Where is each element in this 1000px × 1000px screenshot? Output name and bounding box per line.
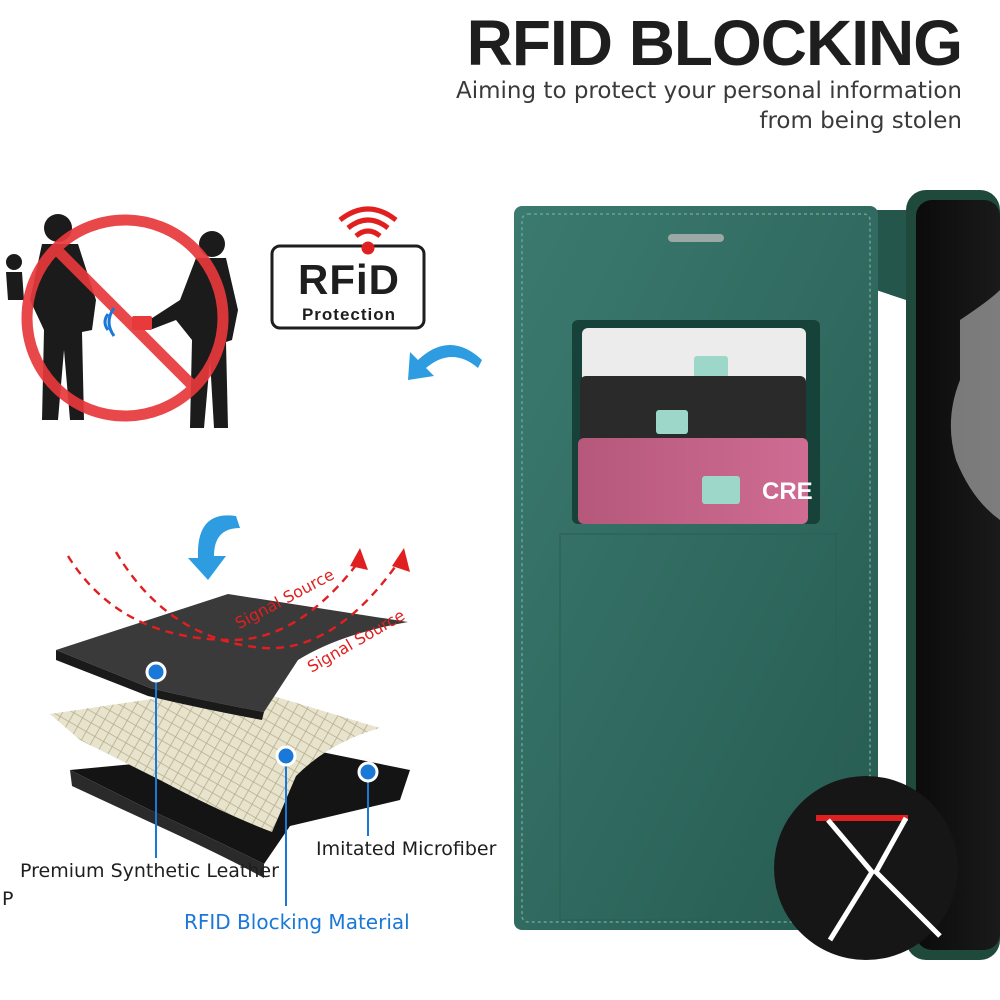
card-text: CRE xyxy=(762,478,813,505)
signal-arrows xyxy=(66,551,401,650)
callout-dots xyxy=(145,661,379,783)
rfid-blocking-layer xyxy=(50,686,380,832)
callout-lines xyxy=(155,672,369,906)
rfid-protection-badge xyxy=(270,206,426,330)
microfiber-label: Imitated Microfiber xyxy=(316,838,497,860)
badge-title: RFiD xyxy=(298,256,400,303)
wireless-wave-icon xyxy=(103,307,116,337)
curved-arrow-down-icon xyxy=(188,515,240,580)
brand-logo-icon xyxy=(774,776,958,960)
page-subtitle: Aiming to protect your personal informat… xyxy=(456,78,962,134)
cut-label: P xyxy=(2,888,14,910)
page-title: RFID BLOCKING xyxy=(466,7,963,79)
speaker-grille xyxy=(668,234,724,242)
wifi-signal-icon xyxy=(338,206,398,255)
leather-label: Premium Synthetic Leather xyxy=(20,860,279,882)
signal-arrowheads xyxy=(350,548,410,572)
rfid-label: RFID Blocking Material xyxy=(184,910,410,934)
card-pink xyxy=(578,438,808,524)
badge-subtitle: Protection xyxy=(301,305,397,324)
no-symbol-icon xyxy=(21,214,229,422)
victim-silhouette xyxy=(146,231,238,428)
curved-arrow-icon xyxy=(408,345,482,380)
card-window xyxy=(572,320,820,524)
phone xyxy=(906,190,1000,960)
